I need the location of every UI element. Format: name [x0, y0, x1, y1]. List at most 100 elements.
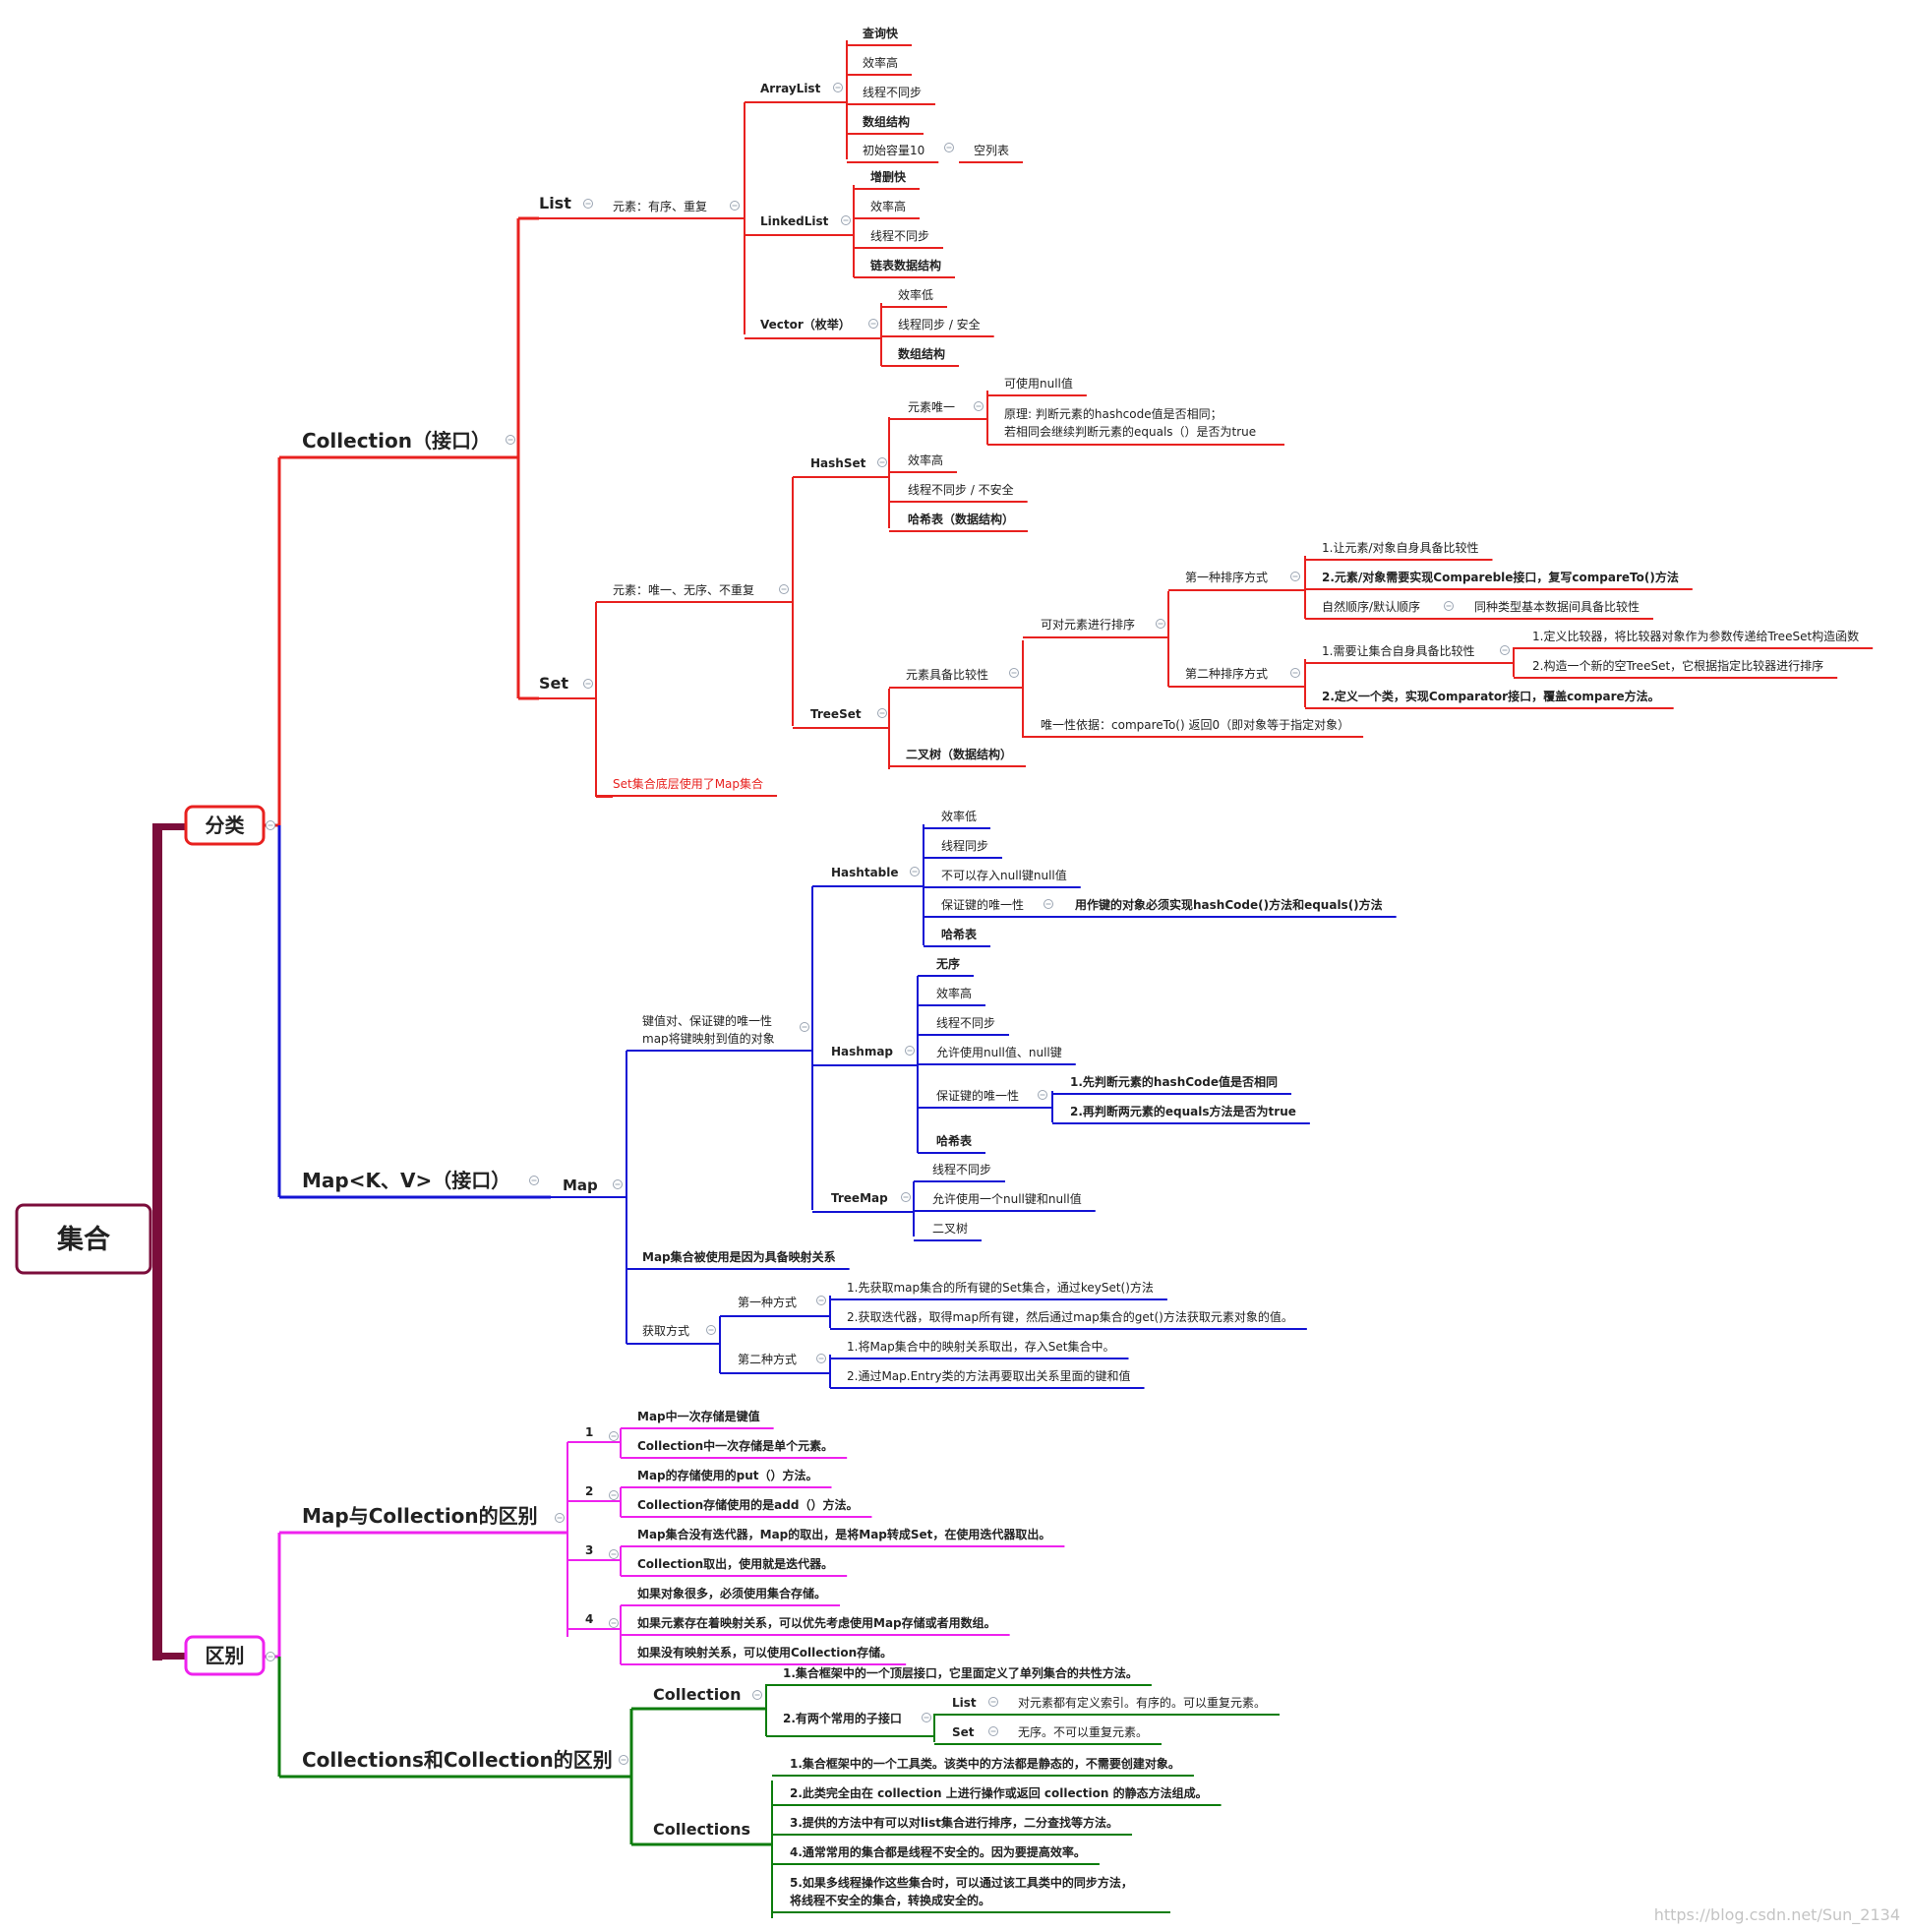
node-label: 1.让元素/对象自身具备比较性 — [1322, 540, 1479, 555]
collapse-toggle[interactable] — [1290, 668, 1300, 678]
collapse-toggle[interactable] — [877, 457, 887, 467]
collapse-toggle[interactable] — [583, 679, 593, 689]
node-label: 线程不同步 / 不安全 — [908, 482, 1014, 497]
collapse-toggle[interactable] — [944, 143, 954, 152]
collapse-toggle[interactable] — [609, 1431, 619, 1441]
node-label: 效率高 — [870, 199, 906, 213]
node-label: 效率低 — [898, 287, 933, 302]
collapse-toggle[interactable] — [1156, 619, 1165, 629]
node-label: 如果对象很多，必须使用集合存储。 — [637, 1586, 826, 1600]
collapse-toggle[interactable] — [1009, 668, 1019, 678]
node-label: 效率高 — [908, 453, 943, 467]
node-label: 允许使用一个null键和null值 — [932, 1191, 1082, 1206]
collapse-toggle[interactable] — [868, 319, 878, 329]
node-label: Collections — [653, 1820, 750, 1839]
node-label: 自然顺序/默认顺序 — [1322, 599, 1420, 614]
collapse-toggle[interactable] — [619, 1755, 628, 1765]
node-label: List — [952, 1696, 977, 1710]
principle-line: 若相同会继续判断元素的equals（）是否为true — [1004, 424, 1256, 439]
collapse-toggle[interactable] — [529, 1176, 539, 1185]
collapse-toggle[interactable] — [800, 1022, 809, 1032]
node-label: HashSet — [810, 456, 866, 470]
category-classify-label: 分类 — [206, 814, 245, 837]
collapse-toggle[interactable] — [609, 1618, 619, 1628]
collapse-toggle[interactable] — [609, 1549, 619, 1559]
collapse-toggle[interactable] — [841, 215, 851, 225]
node-label: TreeMap — [831, 1191, 888, 1205]
diff-group-number: 2 — [585, 1484, 593, 1498]
node-label: 唯一性依据：compareTo() 返回0（即对象等于指定对象） — [1041, 717, 1349, 732]
collapse-toggle[interactable] — [1500, 645, 1510, 655]
node-label: Collection存储使用的是add（）方法。 — [637, 1497, 858, 1512]
node-label: Map集合没有迭代器，Map的取出，是将Map转成Set，在使用迭代器取出。 — [637, 1527, 1050, 1541]
node-label: 获取方式 — [642, 1323, 689, 1338]
collapse-toggle[interactable] — [613, 1179, 623, 1189]
collapse-toggle[interactable] — [730, 201, 740, 211]
node-label: LinkedList — [760, 214, 829, 228]
collapse-toggle[interactable] — [266, 820, 275, 830]
node-label: 效率低 — [941, 809, 977, 823]
node-label: 线程不同步 — [932, 1162, 991, 1177]
node-label: 2.此类完全由在 collection 上进行操作或返回 collection … — [790, 1785, 1208, 1800]
node-label: Set — [539, 674, 568, 693]
collapse-toggle[interactable] — [833, 83, 843, 92]
node-label: 同种类型基本数据间具备比较性 — [1474, 599, 1640, 614]
node-label: 1.集合框架中的一个工具类。该类中的方法都是静态的，不需要创建对象。 — [790, 1756, 1180, 1771]
collapse-toggle[interactable] — [266, 1652, 275, 1661]
watermark: https://blog.csdn.net/Sun_2134 — [1654, 1905, 1900, 1925]
category-difference-label: 区别 — [206, 1644, 245, 1667]
node-label: 1.将Map集合中的映射关系取出，存入Set集合中。 — [847, 1339, 1114, 1354]
collapse-toggle[interactable] — [910, 867, 920, 876]
node-label: List — [539, 194, 571, 212]
node-label: 增删快 — [870, 169, 907, 184]
collapse-toggle[interactable] — [706, 1325, 716, 1335]
node-label: 线程不同步 — [870, 228, 929, 243]
node-label: 2.定义一个类，实现Comparator接口，覆盖compare方法。 — [1322, 689, 1660, 703]
collapse-toggle[interactable] — [816, 1354, 826, 1363]
category-difference-box[interactable] — [184, 1635, 266, 1676]
collapse-toggle[interactable] — [901, 1192, 911, 1202]
collapse-toggle[interactable] — [779, 584, 789, 594]
node-label: 线程同步 / 安全 — [898, 317, 981, 332]
root-arm — [152, 823, 187, 830]
collapse-toggle[interactable] — [1444, 601, 1454, 611]
node-label: 可对元素进行排序 — [1041, 617, 1135, 632]
node-label: 2.有两个常用的子接口 — [783, 1711, 902, 1725]
node-label: 哈希表（数据结构） — [908, 512, 1014, 526]
collapse-toggle[interactable] — [506, 435, 515, 445]
node-label: Map的存储使用的put（）方法。 — [637, 1468, 818, 1482]
collapse-toggle[interactable] — [1038, 1090, 1047, 1100]
node-label: 1.先获取map集合的所有键的Set集合，通过keySet()方法 — [847, 1280, 1154, 1295]
node-label: Map与Collection的区别 — [302, 1504, 538, 1528]
node-label: 1.先判断元素的hashCode值是否相同 — [1070, 1074, 1278, 1089]
node-label: 元素：唯一、无序、不重复 — [613, 582, 754, 597]
node-label: 1.需要让集合自身具备比较性 — [1322, 643, 1474, 658]
node-label: 查询快 — [862, 26, 899, 40]
collapse-toggle[interactable] — [752, 1690, 762, 1700]
node-label: 第一种方式 — [738, 1295, 797, 1309]
collapse-toggle[interactable] — [609, 1490, 619, 1500]
collapse-toggle[interactable] — [877, 708, 887, 718]
node-label: 链表数据结构 — [870, 258, 941, 272]
collapse-toggle[interactable] — [988, 1697, 998, 1707]
collapse-toggle[interactable] — [583, 199, 593, 209]
node-label: 哈希表 — [936, 1133, 973, 1148]
collapse-toggle[interactable] — [816, 1296, 826, 1305]
collapse-toggle[interactable] — [922, 1713, 931, 1722]
root-box[interactable] — [15, 1203, 152, 1275]
collapse-toggle[interactable] — [555, 1513, 565, 1523]
category-classify-box[interactable] — [184, 805, 266, 846]
collapse-toggle[interactable] — [1290, 572, 1300, 581]
node-label: 可使用null值 — [1004, 376, 1073, 391]
collapse-toggle[interactable] — [905, 1046, 915, 1056]
node-label: Vector（枚举） — [760, 317, 851, 332]
collapse-toggle[interactable] — [974, 401, 984, 411]
diff-group-number: 1 — [585, 1425, 593, 1439]
collapse-toggle[interactable] — [1043, 899, 1053, 909]
collapse-toggle[interactable] — [988, 1726, 998, 1736]
collections-last-line: 5.如果多线程操作这些集合时，可以通过该工具类中的同步方法， — [790, 1875, 1133, 1890]
node-label: Collection取出，使用就是迭代器。 — [637, 1556, 833, 1571]
principle-line: 原理: 判断元素的hashcode值是否相同； — [1004, 406, 1222, 421]
